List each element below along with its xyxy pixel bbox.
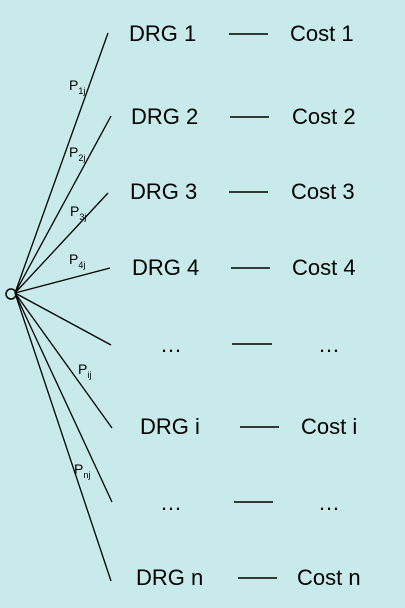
drg-ellipsis: … [160, 490, 182, 515]
chance-node [5, 288, 17, 300]
probability-label: Pnj [74, 461, 91, 480]
cost-label: Cost 3 [291, 179, 355, 204]
cost-label: Cost 1 [290, 21, 354, 46]
drg-ellipsis: … [160, 332, 182, 357]
drg-label: DRG 1 [129, 21, 197, 46]
drg-label: DRG i [140, 414, 200, 439]
cost-label: Cost n [297, 565, 361, 590]
cost-ellipsis: … [318, 332, 340, 357]
drg-label: DRG 2 [131, 104, 199, 129]
cost-label: Cost 4 [292, 255, 356, 280]
drg-label: DRG n [136, 565, 204, 590]
branch-line-8 [14, 292, 112, 582]
drg-label: DRG 3 [130, 179, 198, 204]
branch-line-4 [14, 267, 111, 294]
probability-label: P1j [69, 77, 86, 96]
branch-line-6 [14, 292, 113, 429]
cost-label: Cost i [301, 414, 358, 439]
branch-line-2 [14, 115, 112, 294]
branch-line-1 [14, 32, 109, 294]
cost-label: Cost 2 [292, 104, 356, 129]
cost-ellipsis: … [318, 490, 340, 515]
branch-line-5 [14, 292, 112, 346]
branch-line-3 [14, 192, 109, 294]
probability-label: P3j [70, 203, 87, 222]
probability-label: P4j [69, 251, 86, 270]
drg-label: DRG 4 [132, 255, 200, 280]
probability-label: P2j [69, 144, 86, 163]
branch-line-7 [14, 292, 113, 503]
probability-label: Pij [78, 361, 92, 380]
